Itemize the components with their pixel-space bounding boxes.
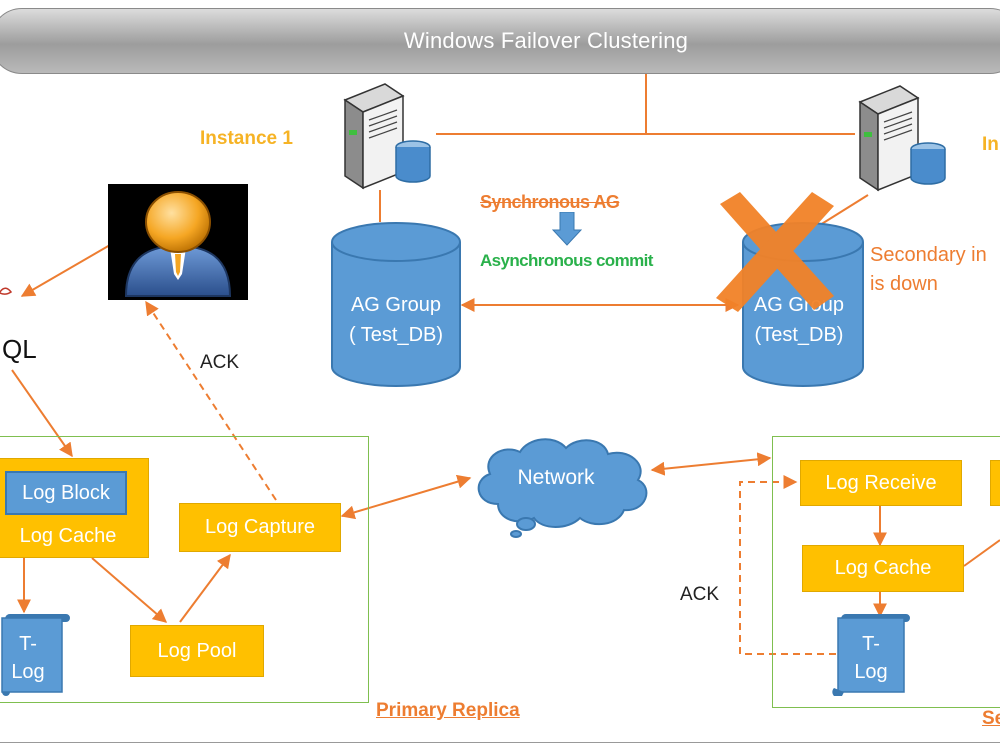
secondary-replica-caption: Se (982, 708, 1000, 729)
user-icon (124, 191, 232, 297)
secondary-server-db-line (819, 194, 869, 226)
cluster-links (379, 72, 869, 226)
primary-db-test: ( Test_DB) (348, 324, 444, 346)
secondary-tlog-scroll: T- Log (832, 614, 912, 696)
secondary-tlog-line2: Log (854, 661, 888, 683)
cluster-title: Windows Failover Clustering (403, 28, 689, 53)
user-icon-frame (108, 184, 248, 300)
instance-2-label: In (982, 134, 999, 155)
secondary-cropped-box (990, 460, 1000, 506)
ack-primary-arrow (145, 300, 277, 501)
failure-x-icon (716, 192, 834, 312)
log-receive-box: Log Receive (800, 460, 962, 506)
sync-ag-label: Synchronous AG (480, 192, 620, 212)
primary-tlog-line1: T- (19, 633, 37, 655)
log-block-box: Log Block (5, 471, 127, 515)
logcache-to-logpool-arrow (91, 557, 168, 623)
secondary-right-link (963, 539, 1000, 567)
log-pool-box: Log Pool (130, 625, 264, 677)
secondary-status-text: Secondary in is down (870, 241, 987, 299)
primary-replica-frame (0, 436, 369, 703)
primary-server-icon (343, 83, 431, 190)
user-to-client-arrow (20, 244, 111, 297)
logcapture-to-network-arrow (340, 474, 472, 520)
secondary-db-test: (Test_DB) (754, 324, 844, 346)
client-to-logcache-arrow (11, 369, 73, 458)
log-capture-box: Log Capture (179, 503, 341, 552)
client-label: QL (2, 334, 37, 364)
ack-primary-label: ACK (200, 352, 240, 373)
secondary-server-icon (858, 85, 946, 192)
instance-1-label: Instance 1 (200, 128, 293, 149)
ack-secondary-arrow (739, 475, 836, 655)
secondary-tlog-line1: T- (862, 633, 880, 655)
primary-tlog-scroll: T- Log (0, 614, 70, 696)
primary-replica-caption: Primary Replica (376, 700, 520, 721)
mode-change-arrow-icon (552, 212, 582, 246)
bottom-rule (0, 742, 1000, 743)
ack-secondary-label: ACK (680, 584, 720, 605)
network-label: Network (517, 466, 595, 489)
async-commit-label: Asynchronous commit (480, 251, 653, 270)
network-cloud: Network (468, 434, 654, 538)
network-to-secondary-arrow (650, 452, 772, 476)
primary-log-cache-label: Log Cache (19, 525, 117, 547)
secondary-status-line2: is down (870, 273, 938, 295)
secondary-log-cache-box: Log Cache (802, 545, 964, 592)
primary-tlog-line2: Log (11, 661, 45, 683)
primary-db-cylinder: AG Group ( Test_DB) (331, 222, 461, 387)
primary-log-cache-box: Log Block Log Cache (0, 458, 149, 558)
secondary-status-line1: Secondary in (870, 244, 987, 266)
secondary-replica-frame (772, 436, 1000, 708)
cluster-banner (0, 8, 1000, 74)
client-icon-fragment (0, 287, 13, 295)
primary-db-name: AG Group (350, 294, 442, 316)
logpool-to-logcapture-arrow (179, 553, 231, 623)
